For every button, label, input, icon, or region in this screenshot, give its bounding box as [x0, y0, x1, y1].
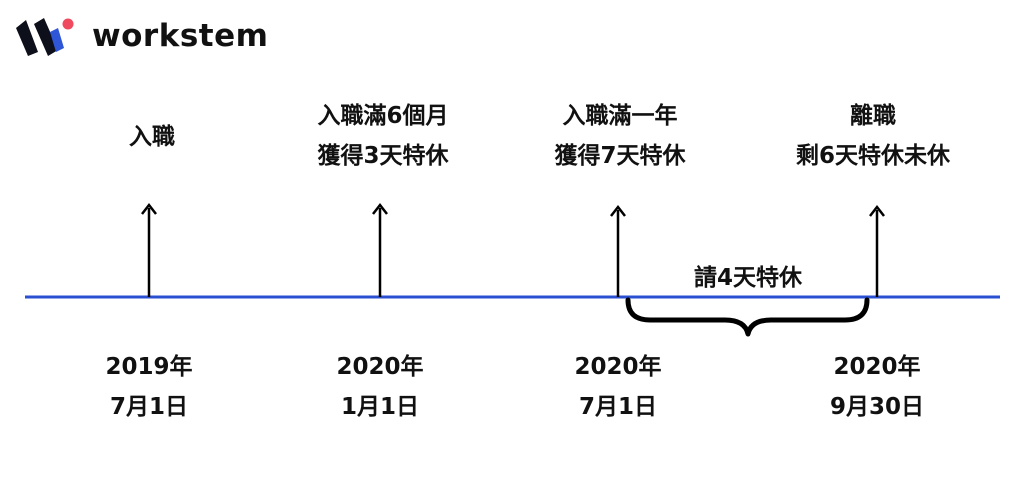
workstem-logo: workstem	[14, 14, 268, 58]
event-arrow	[372, 202, 388, 297]
event-arrow	[869, 204, 885, 297]
event-label-six-months: 入職滿6個月 獲得3天特休	[317, 103, 449, 169]
date-label: 2020年 7月1日	[574, 354, 662, 420]
brand-name: workstem	[92, 18, 269, 54]
date-label: 2020年 1月1日	[336, 354, 424, 420]
leave-period-brace	[625, 297, 870, 337]
event-label-resignation: 離職 剩6天特休未休	[795, 103, 951, 169]
event-label-one-year: 入職滿一年 獲得7天特休	[554, 103, 686, 169]
event-arrow	[141, 202, 157, 297]
leave-period-label: 請4天特休	[693, 265, 803, 291]
date-label: 2019年 7月1日	[105, 354, 193, 420]
event-label-hire: 入職	[129, 124, 175, 150]
event-arrow	[610, 204, 626, 297]
workstem-logo-icon	[16, 18, 74, 56]
date-label: 2020年 9月30日	[829, 354, 925, 420]
